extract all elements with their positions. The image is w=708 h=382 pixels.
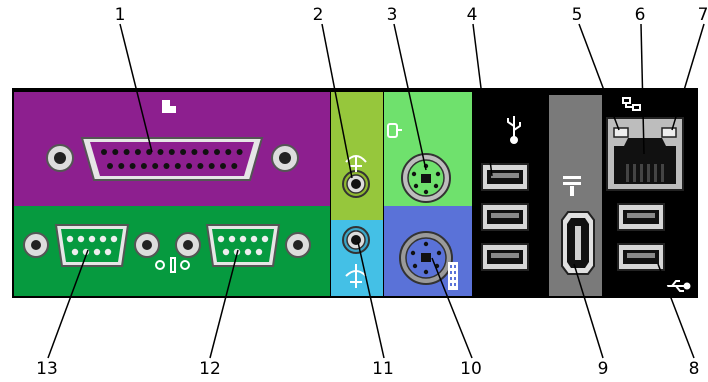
usb-icon-lower <box>666 280 691 292</box>
line-in-connector[interactable] <box>342 226 370 254</box>
parallel-pin <box>101 149 107 155</box>
usb-port-5[interactable] <box>617 243 665 271</box>
parallel-pin <box>202 149 209 155</box>
mouse-icon <box>387 123 402 138</box>
parallel-pin <box>231 163 238 169</box>
callout-8: 8 <box>689 359 700 379</box>
parallel-connector[interactable] <box>46 137 299 181</box>
serial-connector-1[interactable] <box>23 224 160 267</box>
usb-port-4[interactable] <box>617 203 665 231</box>
callout-10: 10 <box>460 359 482 379</box>
parallel-pin <box>214 149 220 155</box>
network-adapter[interactable] <box>606 117 684 191</box>
parallel-pin <box>180 149 187 155</box>
callout-3: 3 <box>387 5 398 25</box>
usb-connectors-lower[interactable] <box>617 203 665 271</box>
parallel-pin <box>186 163 193 169</box>
callout-1: 1 <box>115 5 126 25</box>
usb-port-3[interactable] <box>481 243 529 271</box>
parallel-pin <box>220 163 226 169</box>
callout-11: 11 <box>372 359 394 379</box>
callout-12: 12 <box>199 359 221 379</box>
serial-port-icon <box>155 257 190 273</box>
keyboard-connector[interactable] <box>399 231 453 285</box>
parallel-pin <box>208 163 215 169</box>
callout-4: 4 <box>467 5 478 25</box>
usb-port-1[interactable] <box>481 163 529 191</box>
parallel-pin <box>134 149 141 155</box>
keyboard-icon <box>448 262 458 290</box>
parallel-pin <box>112 149 119 155</box>
usb-icon <box>507 116 521 144</box>
callout-7: 7 <box>698 5 708 25</box>
usb-port-2[interactable] <box>481 203 529 231</box>
ieee-1394-connector[interactable] <box>561 211 595 275</box>
parallel-pin <box>107 163 113 169</box>
callout-6: 6 <box>635 5 646 25</box>
callout-9: 9 <box>598 359 609 379</box>
usb-connectors[interactable] <box>481 163 529 271</box>
parallel-pin <box>129 163 136 169</box>
line-in-icon <box>345 264 367 288</box>
network-icon <box>622 97 641 111</box>
activity-light <box>661 127 677 138</box>
serial-connector-2[interactable] <box>175 224 311 267</box>
parallel-pin <box>123 149 130 155</box>
parallel-pin <box>168 149 175 155</box>
parallel-pin <box>174 163 181 169</box>
line-out-connector[interactable] <box>342 170 370 198</box>
mouse-connector[interactable] <box>401 153 451 203</box>
callout-5: 5 <box>572 5 583 25</box>
parallel-pin <box>191 149 198 155</box>
parallel-pin <box>157 149 164 155</box>
parallel-pin <box>152 163 159 169</box>
parallel-pin <box>197 163 204 169</box>
ieee1394-icon <box>563 176 581 196</box>
parallel-pin <box>163 163 170 169</box>
parallel-pin <box>225 149 232 155</box>
headphone-icon <box>345 155 367 172</box>
parallel-pin <box>236 149 243 155</box>
callout-2: 2 <box>313 5 324 25</box>
callout-13: 13 <box>36 359 58 379</box>
parallel-pin <box>140 163 147 169</box>
parallel-pin <box>146 149 153 155</box>
parallel-pin <box>118 163 125 169</box>
printer-icon <box>162 100 176 113</box>
callout-lines <box>47 23 705 359</box>
link-light <box>613 127 629 138</box>
